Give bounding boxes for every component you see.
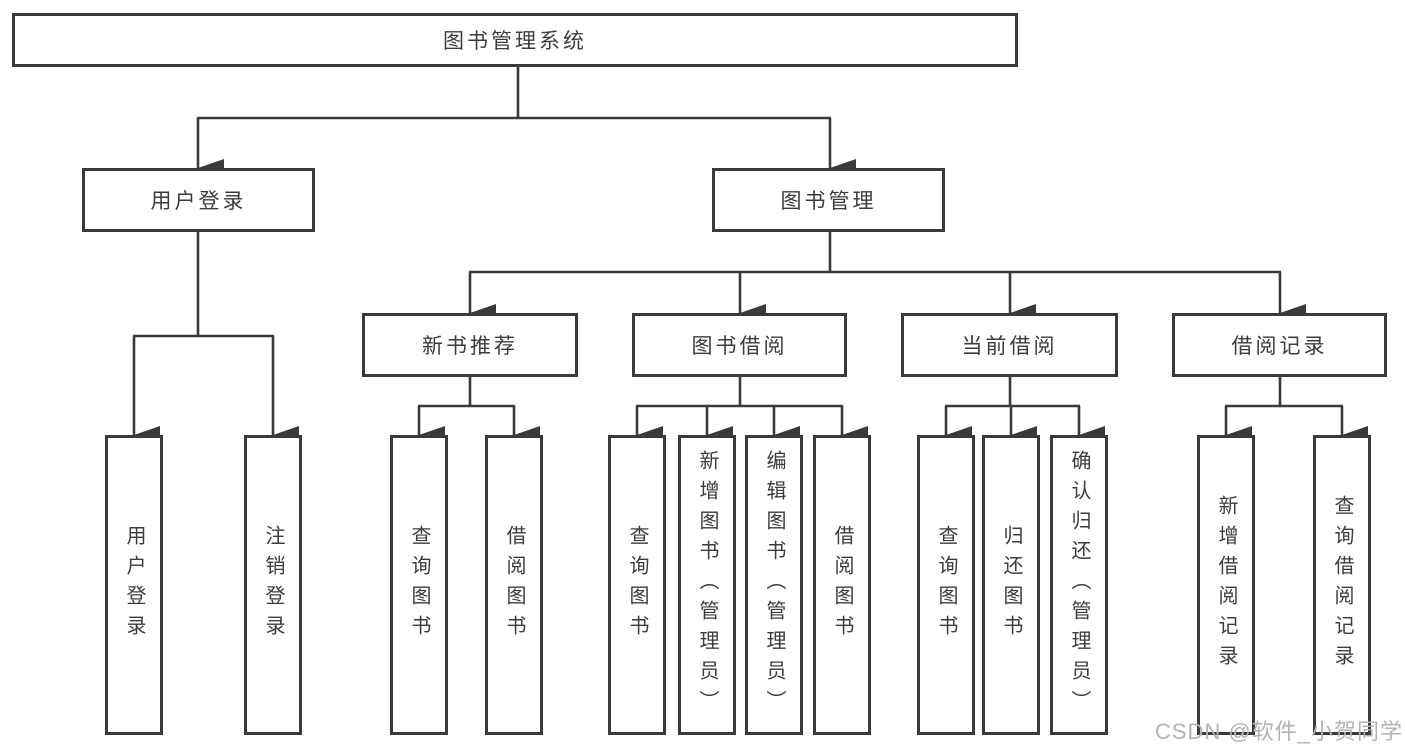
node-book-borrowing: 图书借阅 [632,313,847,377]
leaf-label: 借阅图书 [831,525,853,645]
leaf-borrow-books-1: 借阅图书 [485,435,543,735]
leaf-label: 用户登录 [123,525,145,645]
leaf-add-borrow-record: 新增借阅记录 [1197,435,1255,735]
leaf-return-book: 归还图书 [982,435,1040,735]
leaf-label: 归还图书 [1000,525,1022,645]
leaf-label: 新增借阅记录 [1215,495,1237,675]
leaf-query-books-1: 查询图书 [390,435,448,735]
node-new-book-recommend: 新书推荐 [362,313,578,377]
leaf-logout: 注销登录 [244,435,302,735]
node-book-management: 图书管理 [712,168,945,232]
leaf-label: 新增图书（管理员） [696,450,718,720]
leaf-query-books-3: 查询图书 [917,435,975,735]
leaf-label: 查询图书 [935,525,957,645]
node-user-login: 用户登录 [82,168,315,232]
node-current-borrowing: 当前借阅 [901,313,1118,377]
leaf-label: 查询借阅记录 [1331,495,1353,675]
leaf-label: 注销登录 [262,525,284,645]
node-library-system: 图书管理系统 [12,13,1018,67]
leaf-user-login: 用户登录 [105,435,163,735]
csdn-watermark: CSDN @软件_小贺同学 [1154,719,1403,744]
leaf-label: 确认归还（管理员） [1068,450,1090,720]
leaf-label: 查询图书 [626,525,648,645]
leaf-borrow-books-2: 借阅图书 [813,435,871,735]
leaf-query-borrow-record: 查询借阅记录 [1313,435,1371,735]
node-borrowing-records: 借阅记录 [1172,313,1387,377]
leaf-label: 编辑图书（管理员） [763,450,785,720]
leaf-label: 借阅图书 [503,525,525,645]
leaf-label: 查询图书 [408,525,430,645]
leaf-confirm-return-admin: 确认归还（管理员） [1050,435,1108,735]
leaf-add-book-admin: 新增图书（管理员） [678,435,736,735]
leaf-query-books-2: 查询图书 [608,435,666,735]
leaf-edit-book-admin: 编辑图书（管理员） [745,435,803,735]
